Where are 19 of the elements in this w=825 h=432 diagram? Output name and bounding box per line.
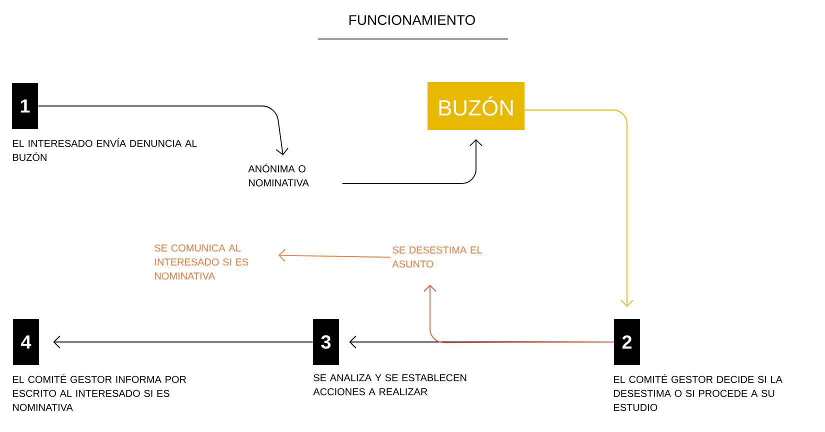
arrow xyxy=(424,284,614,344)
step-number-box: 4 xyxy=(13,319,39,365)
step-text: SE COMUNICA AL INTERESADO SI ES NOMINATIVA xyxy=(154,244,248,280)
arrow xyxy=(342,139,482,184)
step-text: ANÓNIMA O NOMINATIVA xyxy=(248,164,309,186)
arrow xyxy=(524,110,634,307)
step-description: SE ANALIZA Y SE ESTABLECEN ACCIONES A REALIZAR xyxy=(313,374,466,396)
arrow xyxy=(278,248,390,262)
step-description: EL INTERESADO ENVÍA DENUNCIA AL BUZÓN xyxy=(13,138,197,161)
arrow xyxy=(38,106,288,156)
step-description: EL COMITÉ GESTOR DECIDE SI LA DESESTIMA O SI PROCEDE A SU ESTUDIO xyxy=(614,374,782,411)
mailbox-box: BUZÓN xyxy=(428,82,524,130)
step-number-box: 1 xyxy=(12,83,38,129)
step-number-box: 3 xyxy=(313,319,339,365)
title: FUNCIONAMIENTO xyxy=(350,15,475,25)
step-text: SE DESESTIMA EL ASUNTO xyxy=(392,246,482,268)
arrow xyxy=(53,336,314,348)
step-description: EL COMITÉ GESTOR INFORMA POR ESCRITO AL INTERESADO SI ES NOMINATIVA xyxy=(13,374,186,411)
step-number-box: 2 xyxy=(614,319,640,365)
